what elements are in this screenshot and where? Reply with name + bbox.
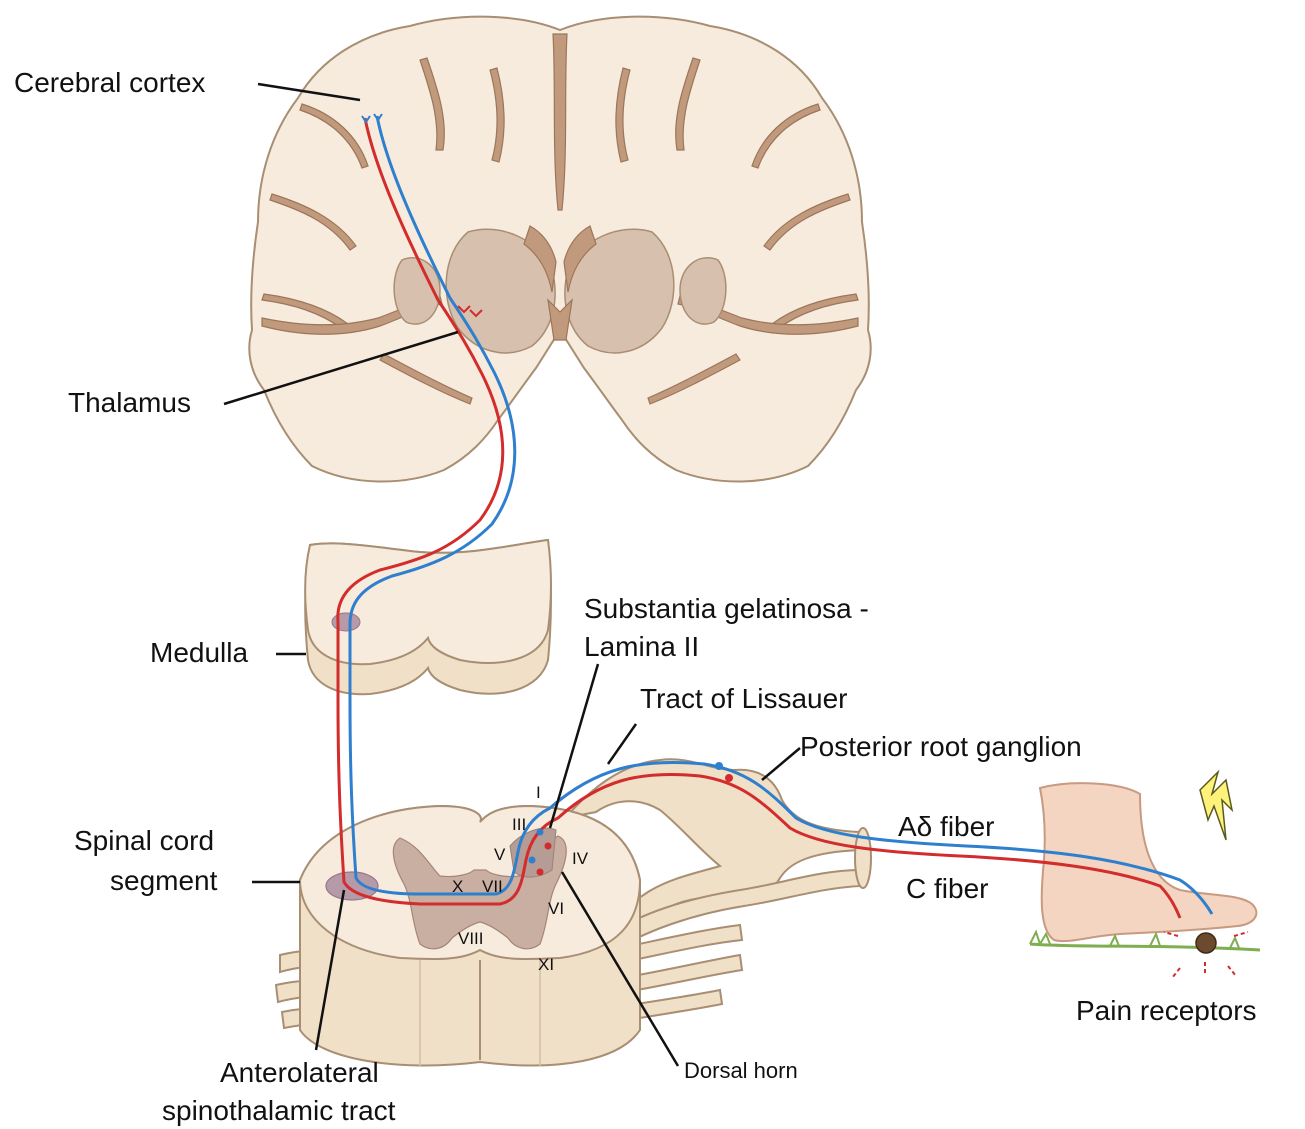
c-fiber-label: C fiber xyxy=(906,873,988,904)
lamina-vi-label: VI xyxy=(548,899,564,918)
spinal-cord-label: Spinal cord xyxy=(74,825,214,856)
brain-coronal-section xyxy=(249,17,870,482)
substantia-gelatinosa-label: Substantia gelatinosa - xyxy=(584,593,869,624)
lamina-xi-label: XI xyxy=(538,955,554,974)
lamina-iv-label: IV xyxy=(572,849,589,868)
thalamus-label: Thalamus xyxy=(68,387,191,418)
lamina-viii-label: VIII xyxy=(458,929,484,948)
tract-of-lissauer-label: Tract of Lissauer xyxy=(640,683,847,714)
lamina-i-label: I xyxy=(536,783,541,802)
foot-illustration xyxy=(1030,772,1260,978)
a-delta-fiber-label: Aδ fiber xyxy=(898,811,995,842)
lamina-ii-label: Lamina II xyxy=(584,631,699,662)
lamina-vii-label: VII xyxy=(482,877,503,896)
pain-receptors-label: Pain receptors xyxy=(1076,995,1257,1026)
posterior-root-ganglion-label: Posterior root ganglion xyxy=(800,731,1082,762)
medulla-label: Medulla xyxy=(150,637,248,668)
lamina-iii-label: III xyxy=(512,815,526,834)
anterolateral-label: Anterolateral xyxy=(220,1057,379,1088)
lamina-x-label: X xyxy=(452,877,463,896)
cerebral-cortex-label: Cerebral cortex xyxy=(14,67,205,98)
thorn-icon xyxy=(1196,933,1216,953)
lightning-bolt-icon xyxy=(1200,772,1232,840)
spinothalamic-tract-label: spinothalamic tract xyxy=(162,1095,396,1126)
lamina-v-label: V xyxy=(494,845,506,864)
dorsal-horn-label: Dorsal horn xyxy=(684,1058,798,1083)
segment-label: segment xyxy=(110,865,218,896)
